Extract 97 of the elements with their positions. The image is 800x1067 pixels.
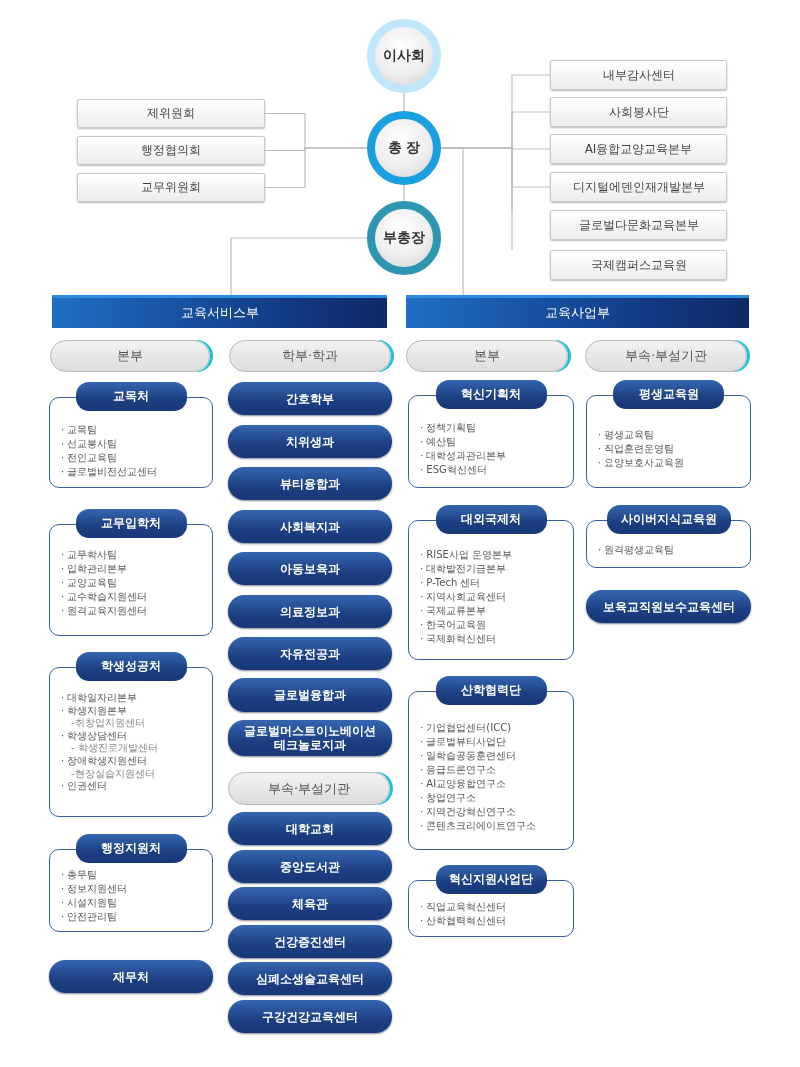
list-item: · 대학일자리본부 <box>61 691 138 705</box>
list-item: · 직업훈련운영팀 <box>598 442 675 456</box>
list-item: · 교양교육팀 <box>61 576 118 590</box>
heading-pill: 학생성공처 <box>75 652 187 681</box>
unit-pill: 글로벌머스트이노베이션 테크놀로지과 <box>228 720 392 756</box>
list-item: · 인권센터 <box>61 779 108 794</box>
unit-pill: 재무처 <box>49 960 213 993</box>
heading-pill: 혁신지원사업단 <box>435 865 547 894</box>
circle-node: 이사회 <box>367 19 441 93</box>
section-banner: 교육사업부 <box>406 295 749 328</box>
list-item: · 시설지원팀 <box>61 896 118 910</box>
title-box: 글로벌다문화교육본부 <box>550 210 727 240</box>
title-box: 교무위원회 <box>77 173 265 202</box>
list-item: · 콘텐츠크리에이트연구소 <box>420 819 537 833</box>
list-item: · ESG혁신센터 <box>420 463 487 477</box>
list-item: -현장실습지원센터 <box>71 766 155 781</box>
list-item: · 교목팀 <box>61 423 98 437</box>
list-item: · 지역건강혁신연구소 <box>420 805 517 819</box>
section-tab: 부속·부설기관 <box>228 772 390 805</box>
list-item: · 요양보호사교육원 <box>598 456 685 470</box>
heading-pill: 교무입학처 <box>75 509 187 538</box>
list-item: · 정책기획팀 <box>420 421 477 435</box>
title-box: 제위원회 <box>77 99 265 128</box>
unit-pill: 간호학부 <box>228 382 392 415</box>
list-item: · 글로벌뷰티사업단 <box>420 735 507 749</box>
list-item: · 국제교류본부 <box>420 604 487 618</box>
section-banner: 교육서비스부 <box>52 295 387 328</box>
unit-pill: 아동보육과 <box>228 552 392 585</box>
list-item: · P-Tech 센터 <box>420 576 481 590</box>
title-box: AI융합교양교육본부 <box>550 134 727 164</box>
connector-line <box>403 92 405 112</box>
list-item: · 대학발전기금본부 <box>420 562 507 576</box>
list-item: · 원격평생교육팀 <box>598 543 675 557</box>
list-item: · AI교양융합연구소 <box>420 777 507 791</box>
list-item: · 학생지원본부 <box>61 703 128 718</box>
list-item: · 창업연구소 <box>420 791 477 805</box>
unit-pill: 건강증진센터 <box>228 925 392 958</box>
heading-pill: 혁신기획처 <box>435 380 547 409</box>
heading-pill: 평생교육원 <box>613 380 724 409</box>
unit-pill: 사회복지과 <box>228 510 392 543</box>
circle-node: 총 장 <box>367 111 441 185</box>
list-item: · 교수학습지원센터 <box>61 590 148 604</box>
connector-line <box>230 237 368 296</box>
connector-line <box>403 184 405 202</box>
list-item: · 지역사회교육센터 <box>420 590 507 604</box>
list-item: · 장애학생지원센터 <box>61 754 148 768</box>
unit-pill: 중앙도서관 <box>228 850 392 883</box>
list-item: · 일학습공동훈련센터 <box>420 749 517 763</box>
list-item: · 기업협업센터(ICC) <box>420 721 512 735</box>
heading-pill: 교목처 <box>75 382 187 411</box>
unit-pill: 뷰티융합과 <box>228 467 392 500</box>
list-item: · 예산팀 <box>420 435 457 449</box>
section-tab: 본부 <box>406 340 568 372</box>
unit-pill: 구강건강교육센터 <box>228 1000 392 1033</box>
unit-pill: 의료정보과 <box>228 595 392 628</box>
list-item: · RISE사업 운영본부 <box>420 548 513 562</box>
list-item: · 산학협력혁신센터 <box>420 914 507 928</box>
title-box: 국제캠퍼스교육원 <box>550 250 727 280</box>
unit-pill: 대학교회 <box>228 812 392 845</box>
list-item: · 직업교육혁신센터 <box>420 900 507 914</box>
list-item: · 평생교육팀 <box>598 428 655 442</box>
list-item: · 한국어교육원 <box>420 618 487 632</box>
list-item: · 대학성과관리본부 <box>420 449 507 463</box>
list-item: - 학생진로개발센터 <box>71 741 158 756</box>
list-item: · 응급드론연구소 <box>420 763 497 777</box>
heading-pill: 대외국제처 <box>435 505 547 534</box>
list-item: · 전인교육팀 <box>61 451 118 465</box>
list-item: · 교무학사팀 <box>61 548 118 562</box>
title-box: 행정협의회 <box>77 136 265 165</box>
heading-pill: 사이버지식교육원 <box>606 505 731 534</box>
circle-node: 부총장 <box>367 201 441 275</box>
list-item: · 원격교육지원센터 <box>61 604 148 618</box>
list-item: · 선교봉사팀 <box>61 437 118 451</box>
unit-pill: 심폐소생술교육센터 <box>228 962 392 995</box>
list-item: · 안전관리팀 <box>61 910 118 924</box>
unit-pill: 치위생과 <box>228 425 392 458</box>
list-item: -취창업지원센터 <box>71 716 145 731</box>
section-tab: 학부·학과 <box>229 340 391 372</box>
list-item: · 국제화혁신센터 <box>420 632 497 646</box>
connector-line <box>264 147 368 189</box>
section-tab: 본부 <box>50 340 210 372</box>
title-box: 사회봉사단 <box>550 97 727 127</box>
unit-pill: 보육교직원보수교육센터 <box>586 590 751 623</box>
unit-pill: 체육관 <box>228 887 392 920</box>
heading-pill: 행정지원처 <box>75 834 187 863</box>
list-item: · 학생상담센터 <box>61 728 128 743</box>
connector-line <box>440 147 464 296</box>
list-item: · 총무팀 <box>61 868 98 882</box>
title-box: 디지털에덴인재개발본부 <box>550 172 727 202</box>
list-item: · 정보지원센터 <box>61 882 128 896</box>
list-item: · 글로벌비전선교센터 <box>61 465 158 479</box>
unit-pill: 글로벌융합과 <box>228 678 392 712</box>
unit-pill: 자유전공과 <box>228 637 392 670</box>
title-box: 내부감사센터 <box>550 60 727 90</box>
list-item: · 입학관리본부 <box>61 562 128 576</box>
section-tab: 부속·부설기관 <box>585 340 747 372</box>
heading-pill: 산학협력단 <box>435 676 547 705</box>
